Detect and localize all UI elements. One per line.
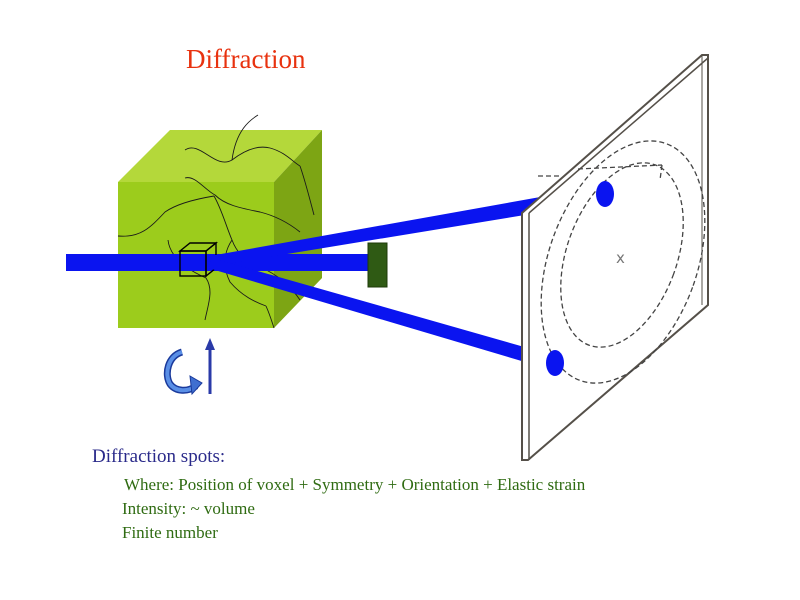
page-title: Diffraction [186,44,306,74]
rotation-arrow-icon [163,348,203,396]
outer-ring [540,140,706,384]
notes-heading: Diffraction spots: [92,446,226,467]
diffracted-beam-upper [210,186,604,266]
diffraction-spot-upper [596,181,614,207]
beam-stop [367,242,388,288]
axis-arrow-icon [205,338,215,394]
notes-finite: Finite number [122,523,218,542]
diffraction-rings [538,140,706,384]
notes-intensity: Intensity: ~ volume [122,499,255,518]
diffracted-beam-lower [208,258,556,370]
cube-side-face [274,130,322,328]
notes-where: Where: Position of voxel + Symmetry + Or… [124,475,586,494]
sample-cube [117,114,322,329]
diffraction-spot-lower [546,350,564,376]
detector-center-mark: x [616,249,625,267]
cube-top-face [118,130,322,182]
detector-screen [521,54,709,461]
